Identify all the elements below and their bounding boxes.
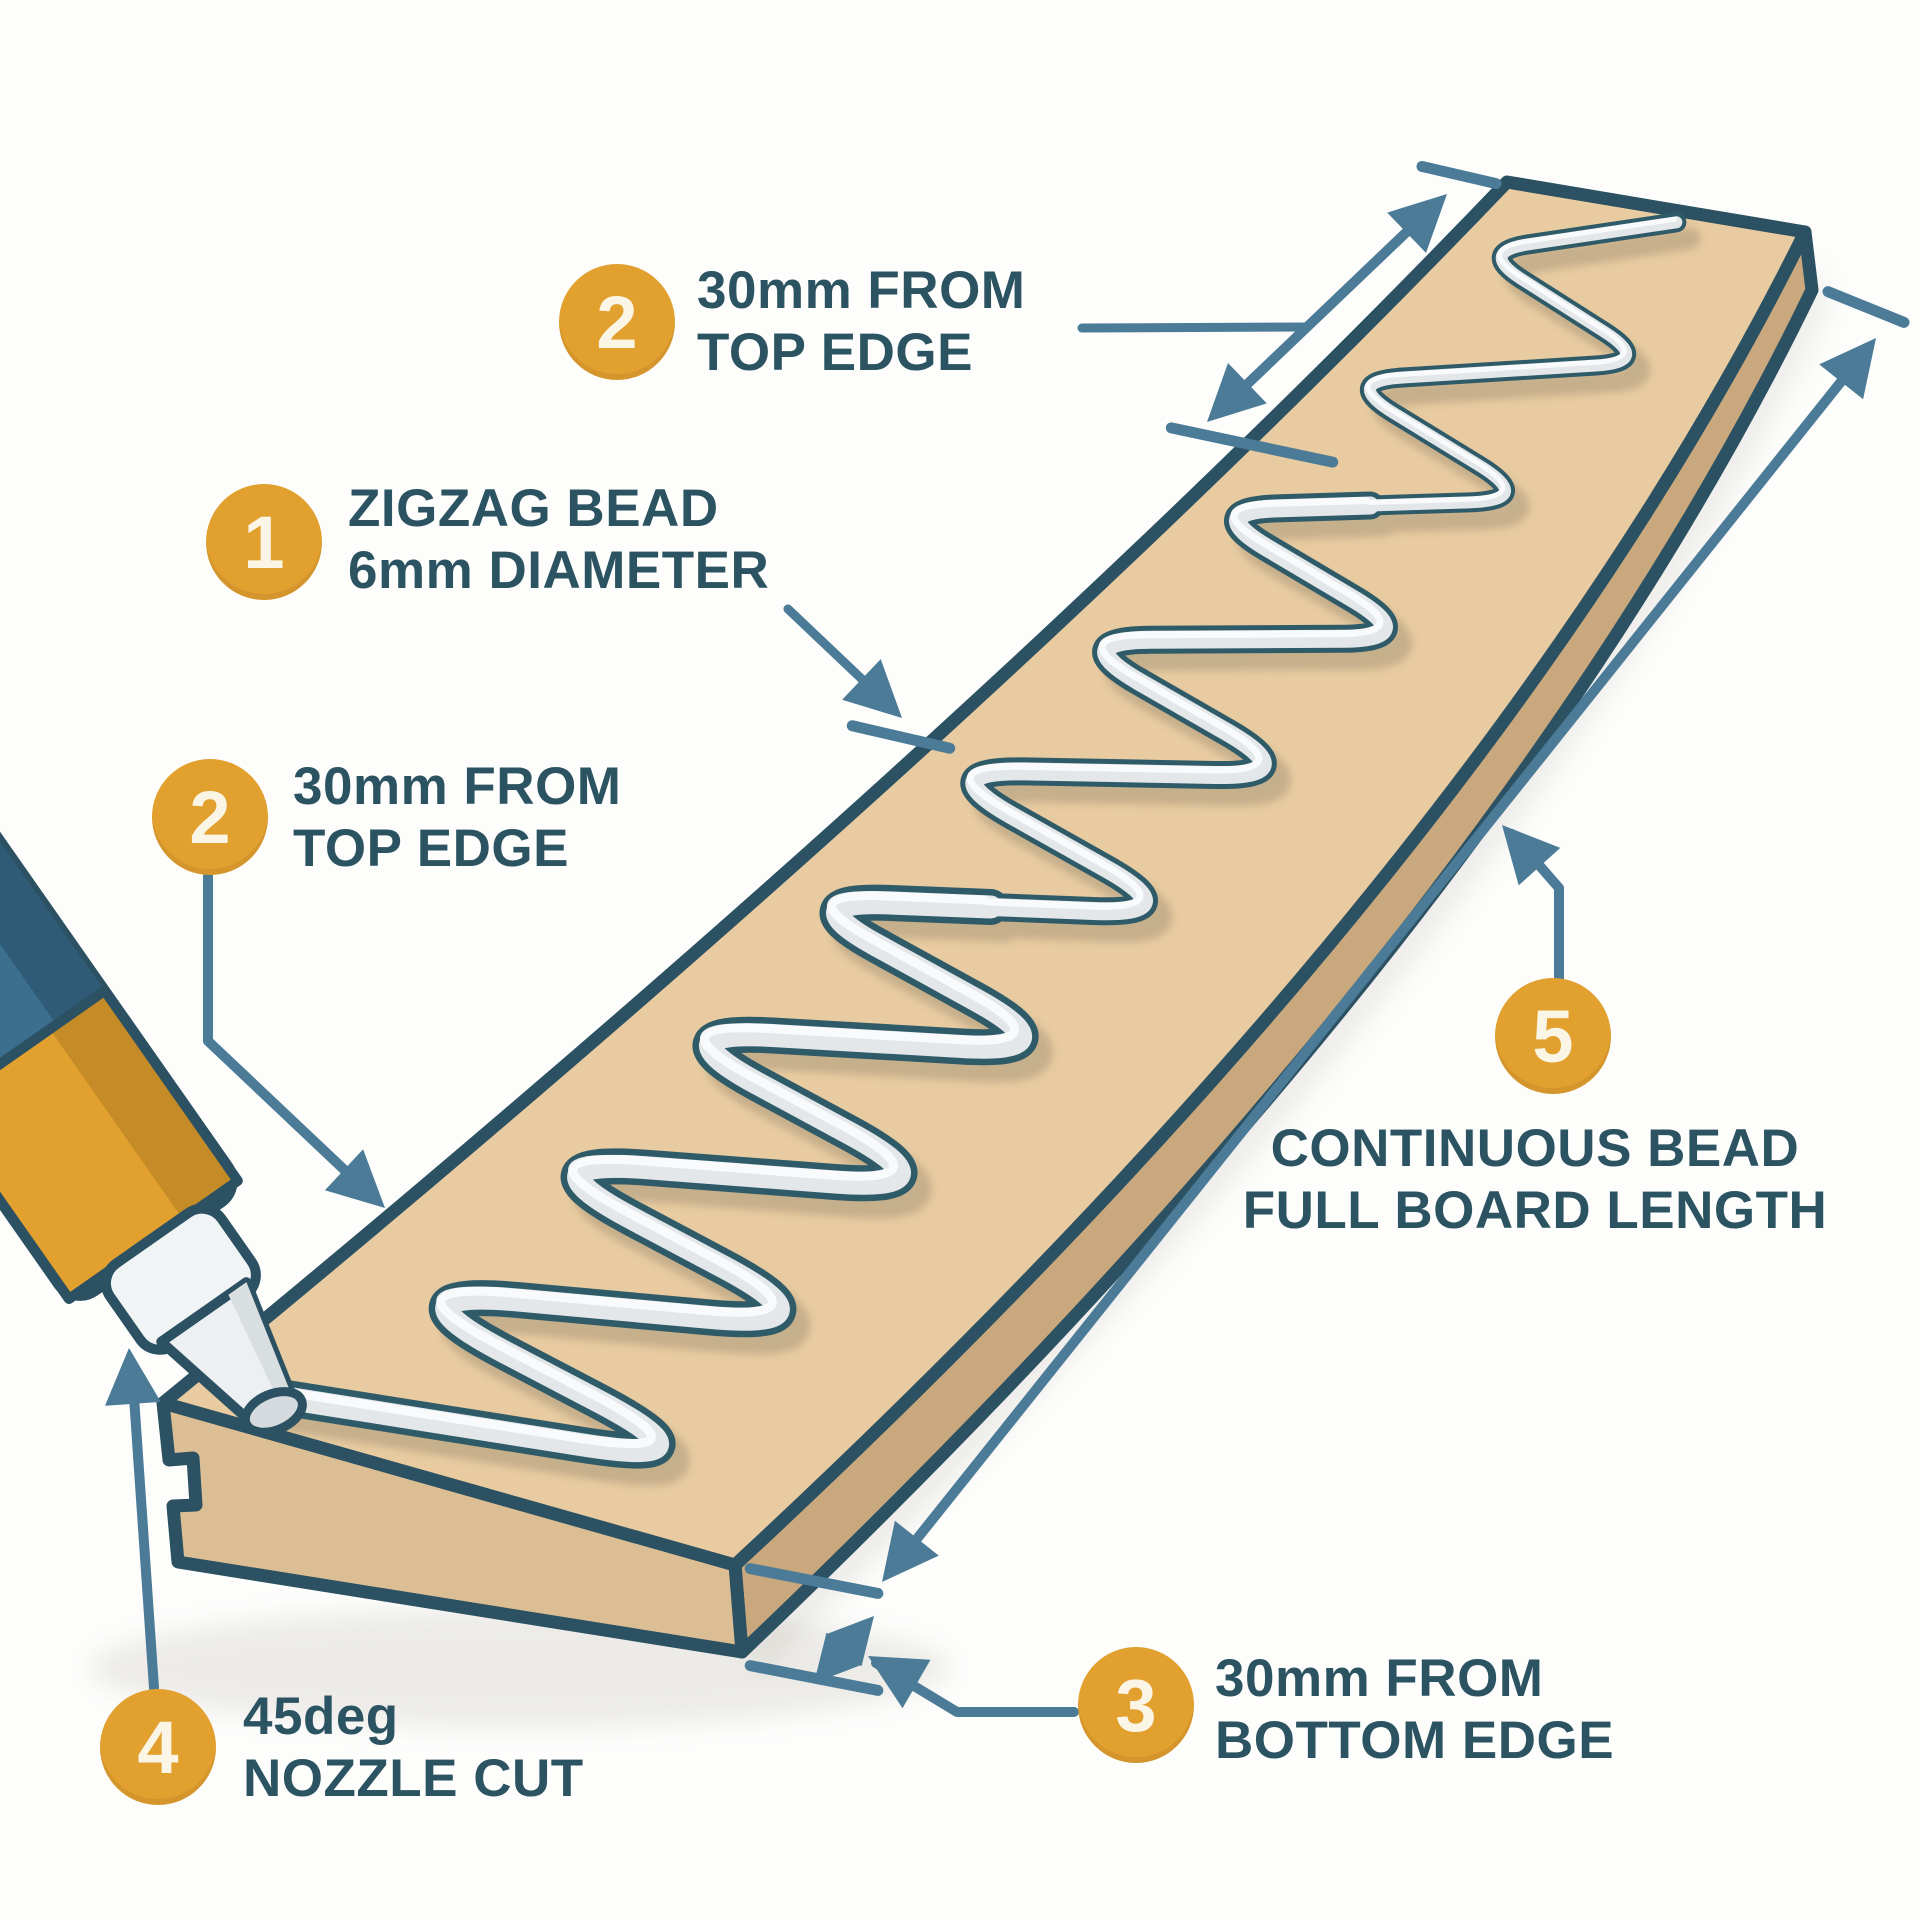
callout-2-left-label-line1: 30mm FROM	[293, 757, 622, 816]
leader-line	[1077, 322, 1311, 333]
arrowhead-icon	[868, 1656, 931, 1709]
arrowhead-icon	[842, 659, 902, 718]
callout-5-badge: 5	[1495, 978, 1611, 1094]
caulk-gun	[0, 720, 307, 1437]
arrowhead-icon	[814, 1632, 863, 1683]
dimension-tick	[744, 1660, 884, 1696]
dimension-tick	[1165, 422, 1339, 468]
caulk-tube-blue-shade	[0, 725, 109, 1030]
arrowhead-icon	[882, 1520, 939, 1582]
dimension-tick	[1416, 160, 1502, 190]
callout-1-label-line2: 6mm DIAMETER	[348, 541, 770, 600]
callout-2-left-label-line2: TOP EDGE	[293, 819, 569, 878]
nozzle-tip-cut	[240, 1387, 307, 1437]
bead-highlight	[238, 216, 1677, 1449]
callout-3-badge: 3	[1078, 1647, 1194, 1763]
leader-line	[127, 1363, 159, 1693]
caulk-nozzle-shade	[228, 1282, 296, 1413]
callout-4-label-line1: 45deg	[243, 1687, 399, 1746]
callout-1-badge: 1	[206, 484, 322, 600]
caulk-tube-orange-shade	[49, 990, 238, 1220]
callout-1-label-line1: ZIGZAG BEAD	[348, 479, 719, 538]
callout-2-upper-badge: 2	[559, 264, 675, 380]
callout-2-upper-label-line1: 30mm FROM	[697, 261, 1026, 320]
arrowhead-icon	[1502, 825, 1561, 886]
leader-line	[203, 871, 377, 1201]
dimension-tick	[744, 1563, 884, 1599]
callout-5-label-line2: FULL BOARD LENGTH	[1242, 1181, 1828, 1240]
leader-line	[1213, 198, 1442, 417]
callout-4-label-line2: NOZZLE CUT	[243, 1749, 584, 1808]
board-end-face	[156, 1396, 749, 1659]
arrowhead-icon	[324, 1149, 385, 1208]
callout-3-label-line1: 30mm FROM	[1215, 1649, 1544, 1708]
dimension-tick	[846, 720, 956, 754]
callout-5-label-line1: CONTINUOUS BEAD	[1270, 1119, 1800, 1178]
arrowhead-icon	[1207, 363, 1267, 422]
callout-2-left-badge: 2	[152, 759, 268, 875]
arrowhead-icon	[1387, 194, 1447, 253]
adhesive-zigzag-bead	[231, 212, 1701, 1486]
dimension-arrows	[105, 160, 1910, 1717]
callout-2-upper-label-line2: TOP EDGE	[697, 323, 973, 382]
callout-3-label-line2: BOTTOM EDGE	[1215, 1711, 1615, 1770]
arrowhead-icon	[105, 1348, 161, 1406]
dimension-tick	[1822, 286, 1910, 328]
arrowhead-icon	[1819, 338, 1876, 400]
callout-4-badge: 4	[100, 1689, 216, 1805]
leader-line	[891, 368, 1853, 1570]
arrowhead-icon	[825, 1616, 874, 1667]
